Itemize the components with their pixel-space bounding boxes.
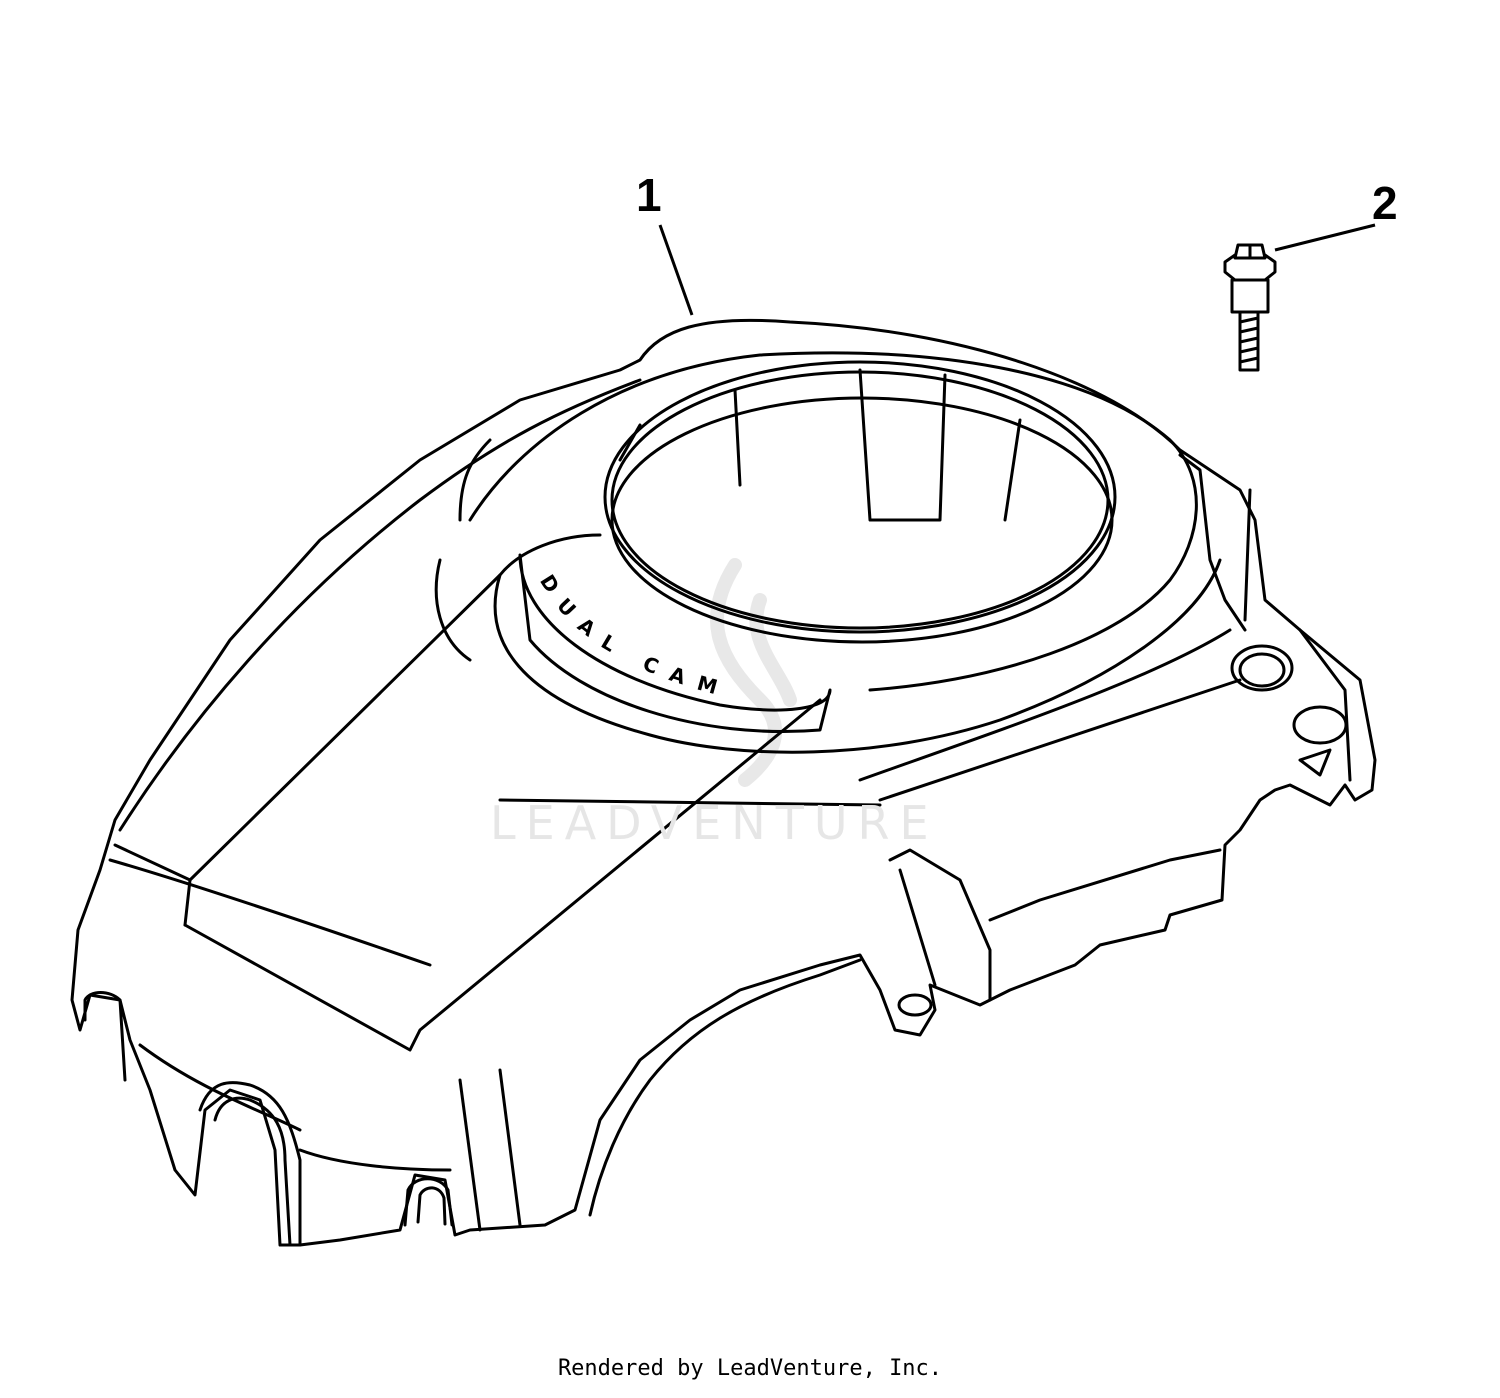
callout-label-2: 2 — [1372, 177, 1398, 229]
bolt — [1223, 243, 1277, 372]
watermark-text: LEADVENTURE — [490, 796, 939, 850]
leader-line-2 — [1274, 223, 1376, 252]
callout-label-1: 1 — [636, 169, 662, 221]
footer-credit: Rendered by LeadVenture, Inc. — [557, 1356, 943, 1381]
leader-line-1 — [658, 224, 694, 316]
blower-housing — [70, 318, 1377, 1247]
